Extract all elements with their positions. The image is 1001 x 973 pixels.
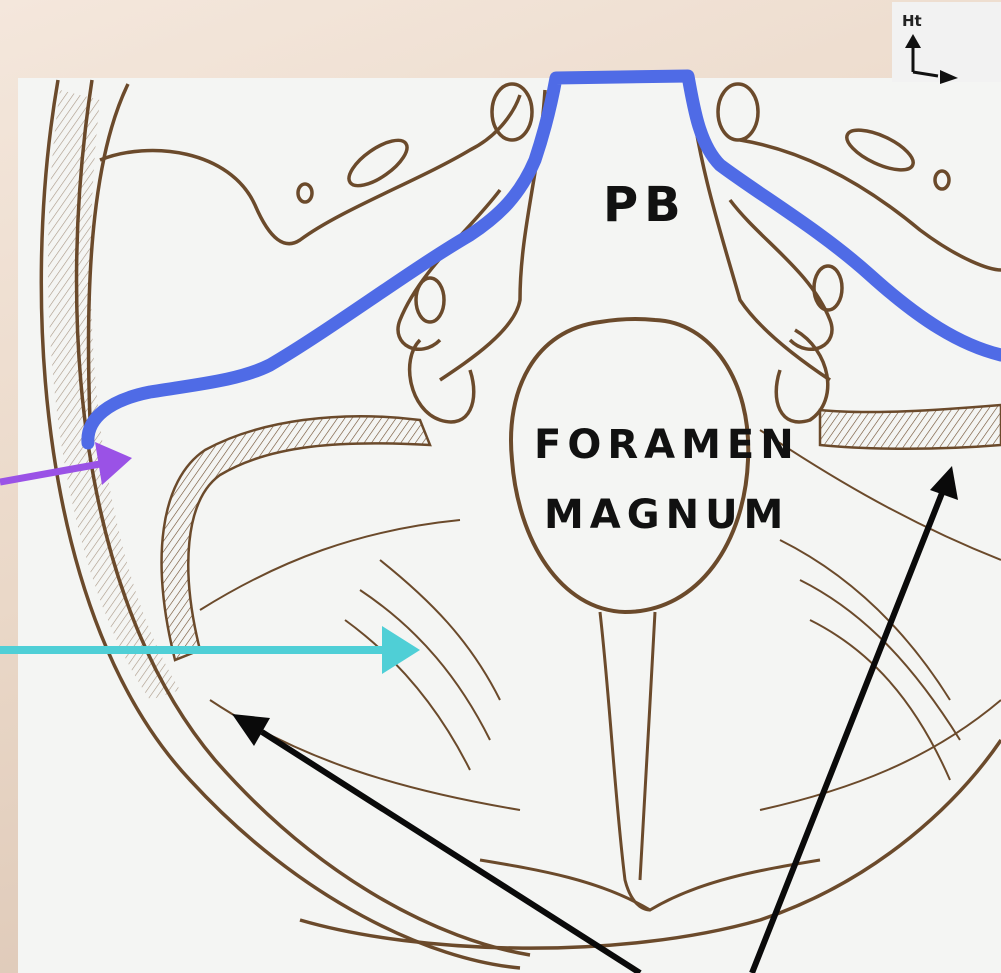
label-magnum: MAGNUM (544, 492, 789, 538)
label-pb: PB (603, 177, 687, 233)
transverse-sinus-right (820, 405, 1001, 449)
cyan-arrow (0, 626, 420, 674)
occipital-crest (480, 612, 820, 910)
orientation-label: Ht (902, 12, 922, 30)
black-arrow-left (232, 714, 640, 973)
label-foramen: FORAMEN (534, 422, 800, 468)
orientation-arrow-icon (905, 34, 958, 84)
clivus (398, 90, 842, 422)
transverse-sinus-left (162, 416, 430, 660)
